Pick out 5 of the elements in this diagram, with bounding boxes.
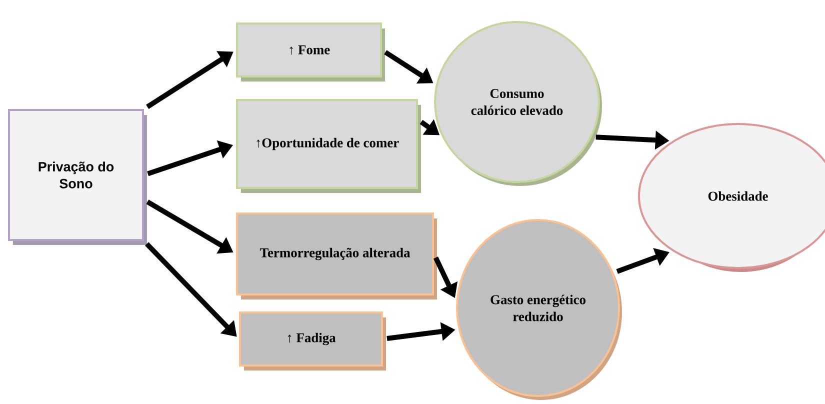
process-box: ↑ Fome	[236, 22, 385, 82]
process-box: ↑Oportunidade de comer	[236, 99, 421, 193]
process-box: ↑ Fadiga	[239, 312, 386, 370]
process-box: Termorregulação alterada	[236, 212, 437, 300]
process-box: Privação do Sono	[8, 109, 147, 245]
